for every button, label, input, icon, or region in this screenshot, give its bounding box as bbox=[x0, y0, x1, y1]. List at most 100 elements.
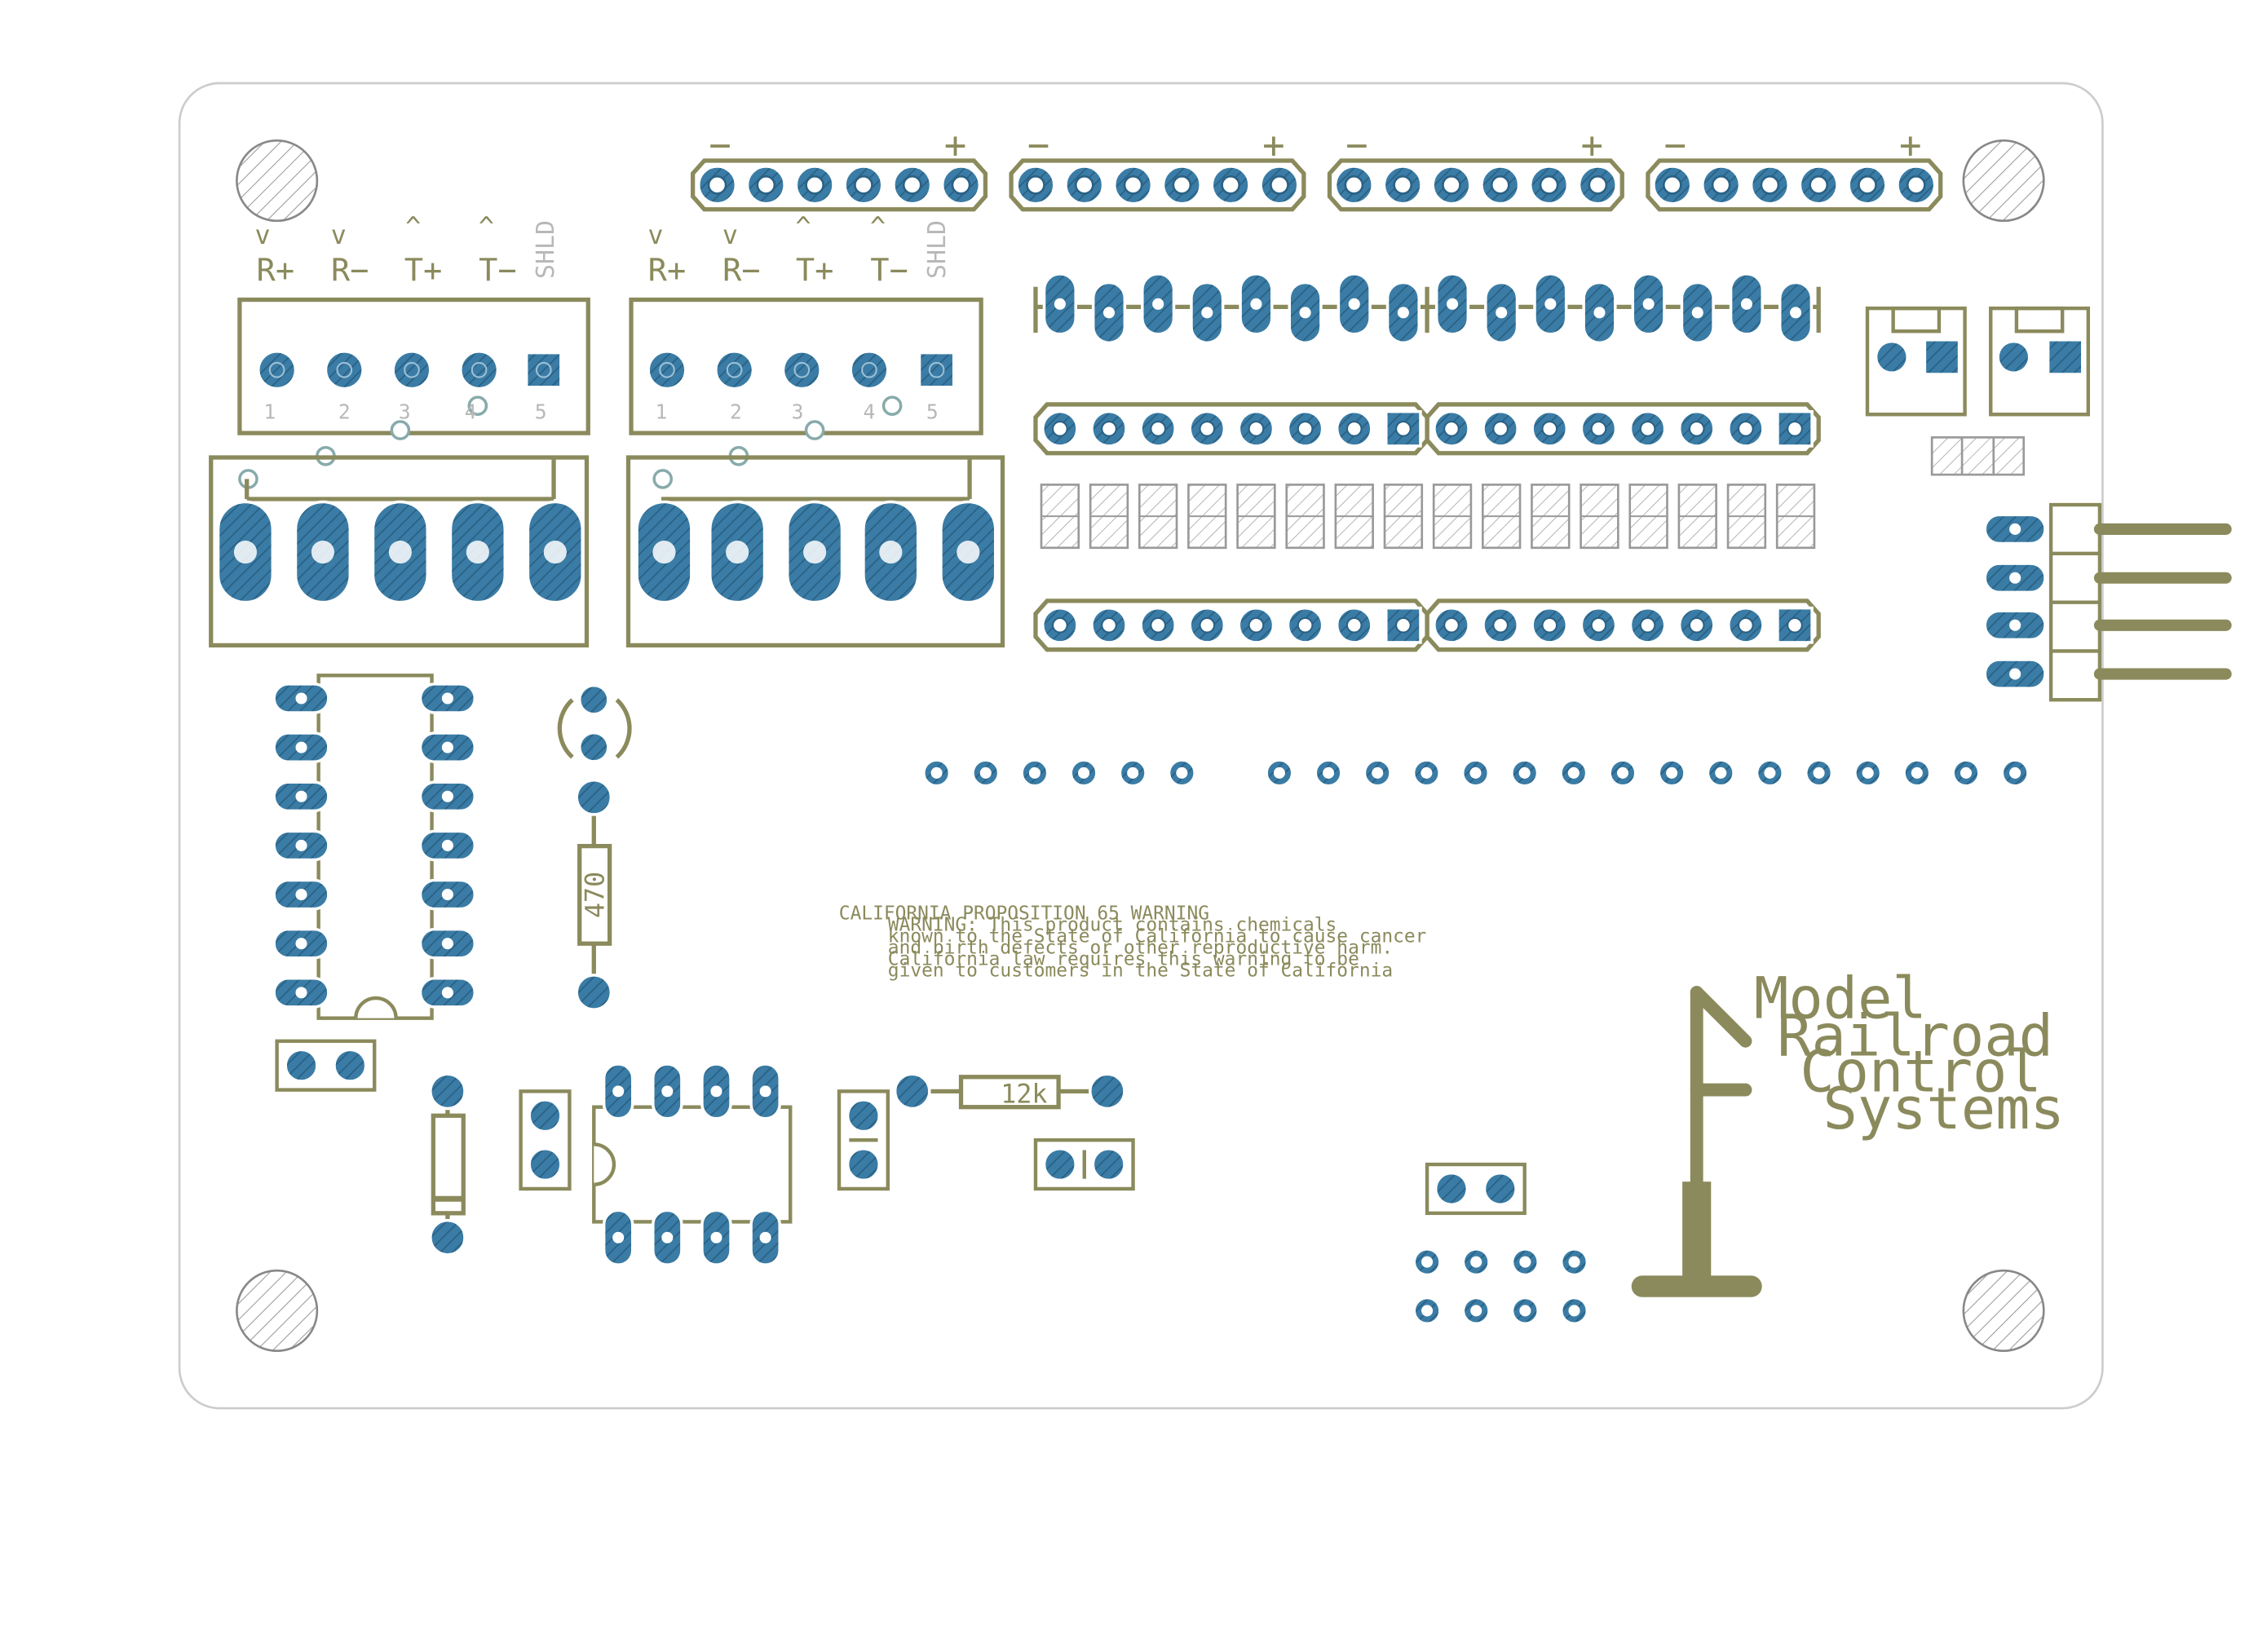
drill bbox=[1344, 174, 1364, 195]
polarity-plus: + bbox=[944, 123, 967, 166]
polarity-plus: + bbox=[1899, 123, 1922, 166]
jumper-2pin bbox=[1425, 1162, 1527, 1216]
square-pad bbox=[2046, 338, 2084, 376]
drill bbox=[1539, 174, 1559, 195]
arrow-label: v bbox=[255, 221, 271, 250]
pad bbox=[1042, 1146, 1077, 1182]
via-row bbox=[922, 758, 2030, 788]
header-outline bbox=[1009, 158, 1306, 212]
arrow-label: v bbox=[331, 221, 347, 250]
resistor-value: 12k bbox=[1001, 1080, 1047, 1109]
dip-ic-8 bbox=[592, 1062, 793, 1266]
pad bbox=[429, 1072, 466, 1111]
square-pad bbox=[917, 351, 956, 389]
warning-line: and birth defects or other reproductive … bbox=[888, 938, 1393, 959]
led-indicator bbox=[557, 683, 632, 763]
prop65-warning: CALIFORNIA PROPOSITION 65 WARNING WARNIN… bbox=[839, 903, 1427, 981]
drill bbox=[756, 174, 776, 195]
pin-number: 2 bbox=[730, 400, 742, 424]
mounting-hole-icon bbox=[236, 1269, 319, 1352]
terminal-connector-outline bbox=[237, 297, 590, 435]
drill bbox=[1270, 174, 1289, 195]
screw-terminal-outline bbox=[625, 455, 1005, 648]
pin-number: 2 bbox=[338, 400, 351, 424]
polarity-plus: + bbox=[1581, 123, 1604, 166]
pad bbox=[846, 1146, 881, 1182]
led-bar-row bbox=[1040, 484, 1816, 550]
resistor-470: 470 bbox=[575, 778, 613, 1011]
signal-label: T− bbox=[479, 253, 517, 289]
drill bbox=[1442, 174, 1461, 195]
logo-line: Systems bbox=[1823, 1076, 2064, 1142]
drill bbox=[805, 174, 824, 195]
pad bbox=[1089, 1072, 1126, 1111]
jumper-2pin bbox=[275, 1039, 377, 1092]
square-pad bbox=[524, 351, 563, 389]
header-outline bbox=[1425, 402, 1821, 456]
screw-terminal-outline bbox=[209, 455, 590, 648]
pad bbox=[575, 778, 613, 816]
header-outline bbox=[1646, 158, 1943, 212]
drill bbox=[1074, 174, 1094, 195]
pad bbox=[781, 350, 822, 391]
resistor-12k: 12k bbox=[893, 1072, 1126, 1111]
pad bbox=[893, 1072, 931, 1111]
signal-label: R+ bbox=[257, 253, 295, 289]
arrow-label: ^ bbox=[796, 212, 811, 241]
drill bbox=[1662, 174, 1682, 195]
pad bbox=[256, 350, 298, 391]
polarity-minus: − bbox=[1345, 123, 1368, 166]
drill bbox=[951, 174, 971, 195]
pad bbox=[575, 974, 613, 1011]
warning-line: CALIFORNIA PROPOSITION 65 WARNING bbox=[839, 903, 1209, 924]
pad bbox=[284, 1048, 319, 1083]
pad bbox=[647, 350, 687, 391]
arrow-label: ^ bbox=[870, 212, 886, 241]
pad bbox=[458, 350, 500, 391]
terminal-block-1: v v ^ ^ R+ R− T+ T− SHLD 1 2 3 4 5 bbox=[209, 212, 590, 648]
pad bbox=[714, 350, 755, 391]
jumper-connectors-right bbox=[1865, 306, 2091, 476]
mounting-hole-icon bbox=[236, 139, 319, 223]
signal-label: T− bbox=[870, 253, 908, 289]
warning-line: given to customers in the State of Calif… bbox=[888, 961, 1393, 982]
drill bbox=[1393, 174, 1413, 195]
drill bbox=[1809, 174, 1829, 195]
jumper-2pin-vertical bbox=[837, 1089, 890, 1191]
drill bbox=[1221, 174, 1241, 195]
drill bbox=[1490, 174, 1510, 195]
drill bbox=[854, 174, 873, 195]
right-angle-header bbox=[1983, 502, 2232, 702]
power-headers: −+−+−+−+ bbox=[690, 123, 1943, 212]
pin-number: 1 bbox=[656, 400, 668, 424]
drill bbox=[1172, 174, 1192, 195]
arrow-label: ^ bbox=[479, 212, 494, 241]
mounting-holes bbox=[236, 139, 2045, 1352]
via bbox=[881, 395, 903, 417]
via bbox=[390, 420, 411, 440]
via bbox=[467, 395, 488, 417]
pin-number: 4 bbox=[864, 400, 876, 424]
jumper-2pin-vertical bbox=[519, 1089, 572, 1191]
terminal-block-2: v v ^ ^ R+ R− T+ T− SHLD 1 2 3 4 5 bbox=[625, 212, 1005, 648]
via bbox=[804, 420, 825, 440]
signal-label: SHLD bbox=[532, 220, 560, 279]
drill bbox=[1026, 174, 1045, 195]
logo-line: Control bbox=[1800, 1038, 2041, 1105]
drill bbox=[1906, 174, 1926, 195]
drill bbox=[1711, 174, 1731, 195]
pad bbox=[528, 1098, 563, 1133]
smd-pad bbox=[1930, 436, 2026, 476]
pad bbox=[1874, 339, 1909, 375]
pin-number: 1 bbox=[263, 400, 276, 424]
dip-ic-14 bbox=[272, 674, 477, 1020]
pad bbox=[577, 731, 610, 763]
drill bbox=[1760, 174, 1780, 195]
square-pad bbox=[1923, 338, 1961, 376]
resistor-value: 470 bbox=[581, 872, 611, 918]
pin-number: 4 bbox=[465, 400, 477, 424]
pad bbox=[429, 1218, 466, 1257]
warning-line: known to the State of California to caus… bbox=[888, 925, 1427, 947]
drill bbox=[707, 174, 727, 195]
pad bbox=[1482, 1171, 1518, 1207]
